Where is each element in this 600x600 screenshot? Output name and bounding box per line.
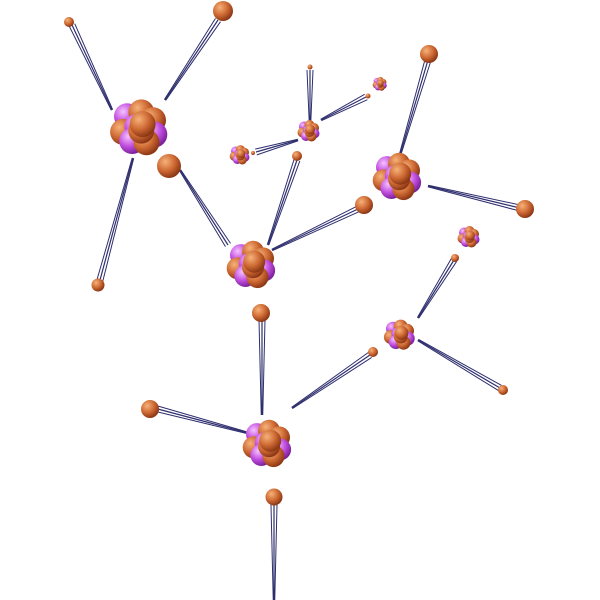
trail-line bbox=[427, 185, 521, 209]
neutron-ball bbox=[365, 93, 371, 99]
neutron-ball bbox=[516, 200, 534, 218]
nucleus-small-right bbox=[383, 319, 415, 350]
trail-line bbox=[270, 504, 274, 600]
trail-line bbox=[96, 157, 133, 280]
trail-line bbox=[179, 169, 229, 246]
trail-line bbox=[271, 207, 361, 251]
free-neutrons bbox=[64, 1, 534, 506]
trail-line bbox=[255, 138, 298, 150]
proton-nucleon bbox=[305, 124, 315, 135]
proton-nucleon bbox=[129, 111, 156, 138]
trail-line bbox=[292, 357, 372, 410]
proton-nucleon bbox=[465, 230, 475, 241]
nucleus-tiny-right bbox=[457, 226, 480, 248]
proton-nucleon bbox=[259, 429, 282, 452]
neutron-ball bbox=[157, 154, 181, 178]
nucleus-small-top bbox=[297, 120, 320, 142]
neutron-trails bbox=[68, 18, 521, 600]
trail-line bbox=[255, 139, 299, 153]
neutron-ball bbox=[64, 17, 74, 27]
neutron-ball bbox=[420, 45, 438, 63]
nucleus-tiny-left bbox=[229, 145, 250, 165]
trail-line bbox=[268, 160, 301, 246]
trail-line bbox=[321, 99, 368, 122]
trail-line bbox=[163, 18, 216, 100]
trail-line bbox=[291, 352, 369, 408]
nuclei bbox=[110, 76, 480, 468]
neutron-ball bbox=[451, 254, 459, 262]
neutron-ball bbox=[251, 151, 255, 155]
trail-line bbox=[271, 204, 359, 250]
trail-line bbox=[256, 140, 299, 156]
trail-line bbox=[418, 338, 502, 386]
proton-nucleon bbox=[394, 325, 409, 340]
trail-line bbox=[258, 319, 262, 416]
neutron-ball bbox=[213, 1, 233, 21]
trail-line bbox=[272, 210, 362, 252]
trail-line bbox=[320, 96, 367, 121]
trail-line bbox=[262, 319, 266, 416]
neutron-ball bbox=[91, 278, 105, 292]
trail-line bbox=[399, 59, 429, 156]
trail-line bbox=[99, 157, 134, 281]
trail-line bbox=[274, 504, 278, 600]
trail-line bbox=[428, 184, 521, 206]
trail-line bbox=[417, 340, 499, 392]
trail-line bbox=[153, 407, 249, 434]
nucleus-lower bbox=[242, 419, 292, 468]
nucleus-large bbox=[110, 99, 168, 156]
neutron-ball bbox=[368, 347, 378, 357]
neutron-ball bbox=[498, 385, 508, 395]
trail-line bbox=[310, 69, 314, 124]
trail-line bbox=[266, 158, 295, 245]
trail-line bbox=[71, 24, 113, 111]
trail-line bbox=[153, 410, 248, 435]
trail-line bbox=[400, 60, 432, 156]
trail-line bbox=[165, 21, 221, 101]
trail-line bbox=[267, 159, 298, 246]
neutron-ball bbox=[265, 488, 283, 506]
trail-line bbox=[180, 169, 231, 244]
trail-line bbox=[68, 26, 112, 111]
proton-nucleon bbox=[377, 79, 384, 87]
nucleus-right bbox=[372, 152, 422, 201]
neutron-ball bbox=[252, 304, 270, 322]
neutron-ball bbox=[292, 151, 302, 161]
trail-line bbox=[417, 339, 501, 389]
trail-line bbox=[164, 19, 219, 101]
trail-line bbox=[306, 69, 310, 124]
trail-line bbox=[320, 93, 365, 120]
trail-line bbox=[102, 158, 135, 281]
trail-line bbox=[291, 354, 371, 409]
neutron-ball bbox=[355, 196, 373, 214]
proton-nucleon bbox=[243, 250, 266, 273]
nucleus-mid bbox=[226, 240, 276, 289]
trail-line bbox=[178, 170, 226, 247]
trail-line bbox=[417, 259, 455, 319]
trail-line bbox=[418, 261, 457, 319]
neutron-ball bbox=[141, 400, 159, 418]
neutron-ball bbox=[307, 64, 313, 70]
proton-nucleon bbox=[389, 162, 412, 185]
trail-line bbox=[154, 404, 249, 433]
trail-line bbox=[427, 186, 520, 212]
proton-nucleon bbox=[236, 149, 246, 159]
trail-line bbox=[416, 258, 452, 318]
trail-line bbox=[74, 23, 114, 110]
nucleus-tiny-top bbox=[372, 76, 387, 91]
trail-line bbox=[398, 59, 426, 155]
